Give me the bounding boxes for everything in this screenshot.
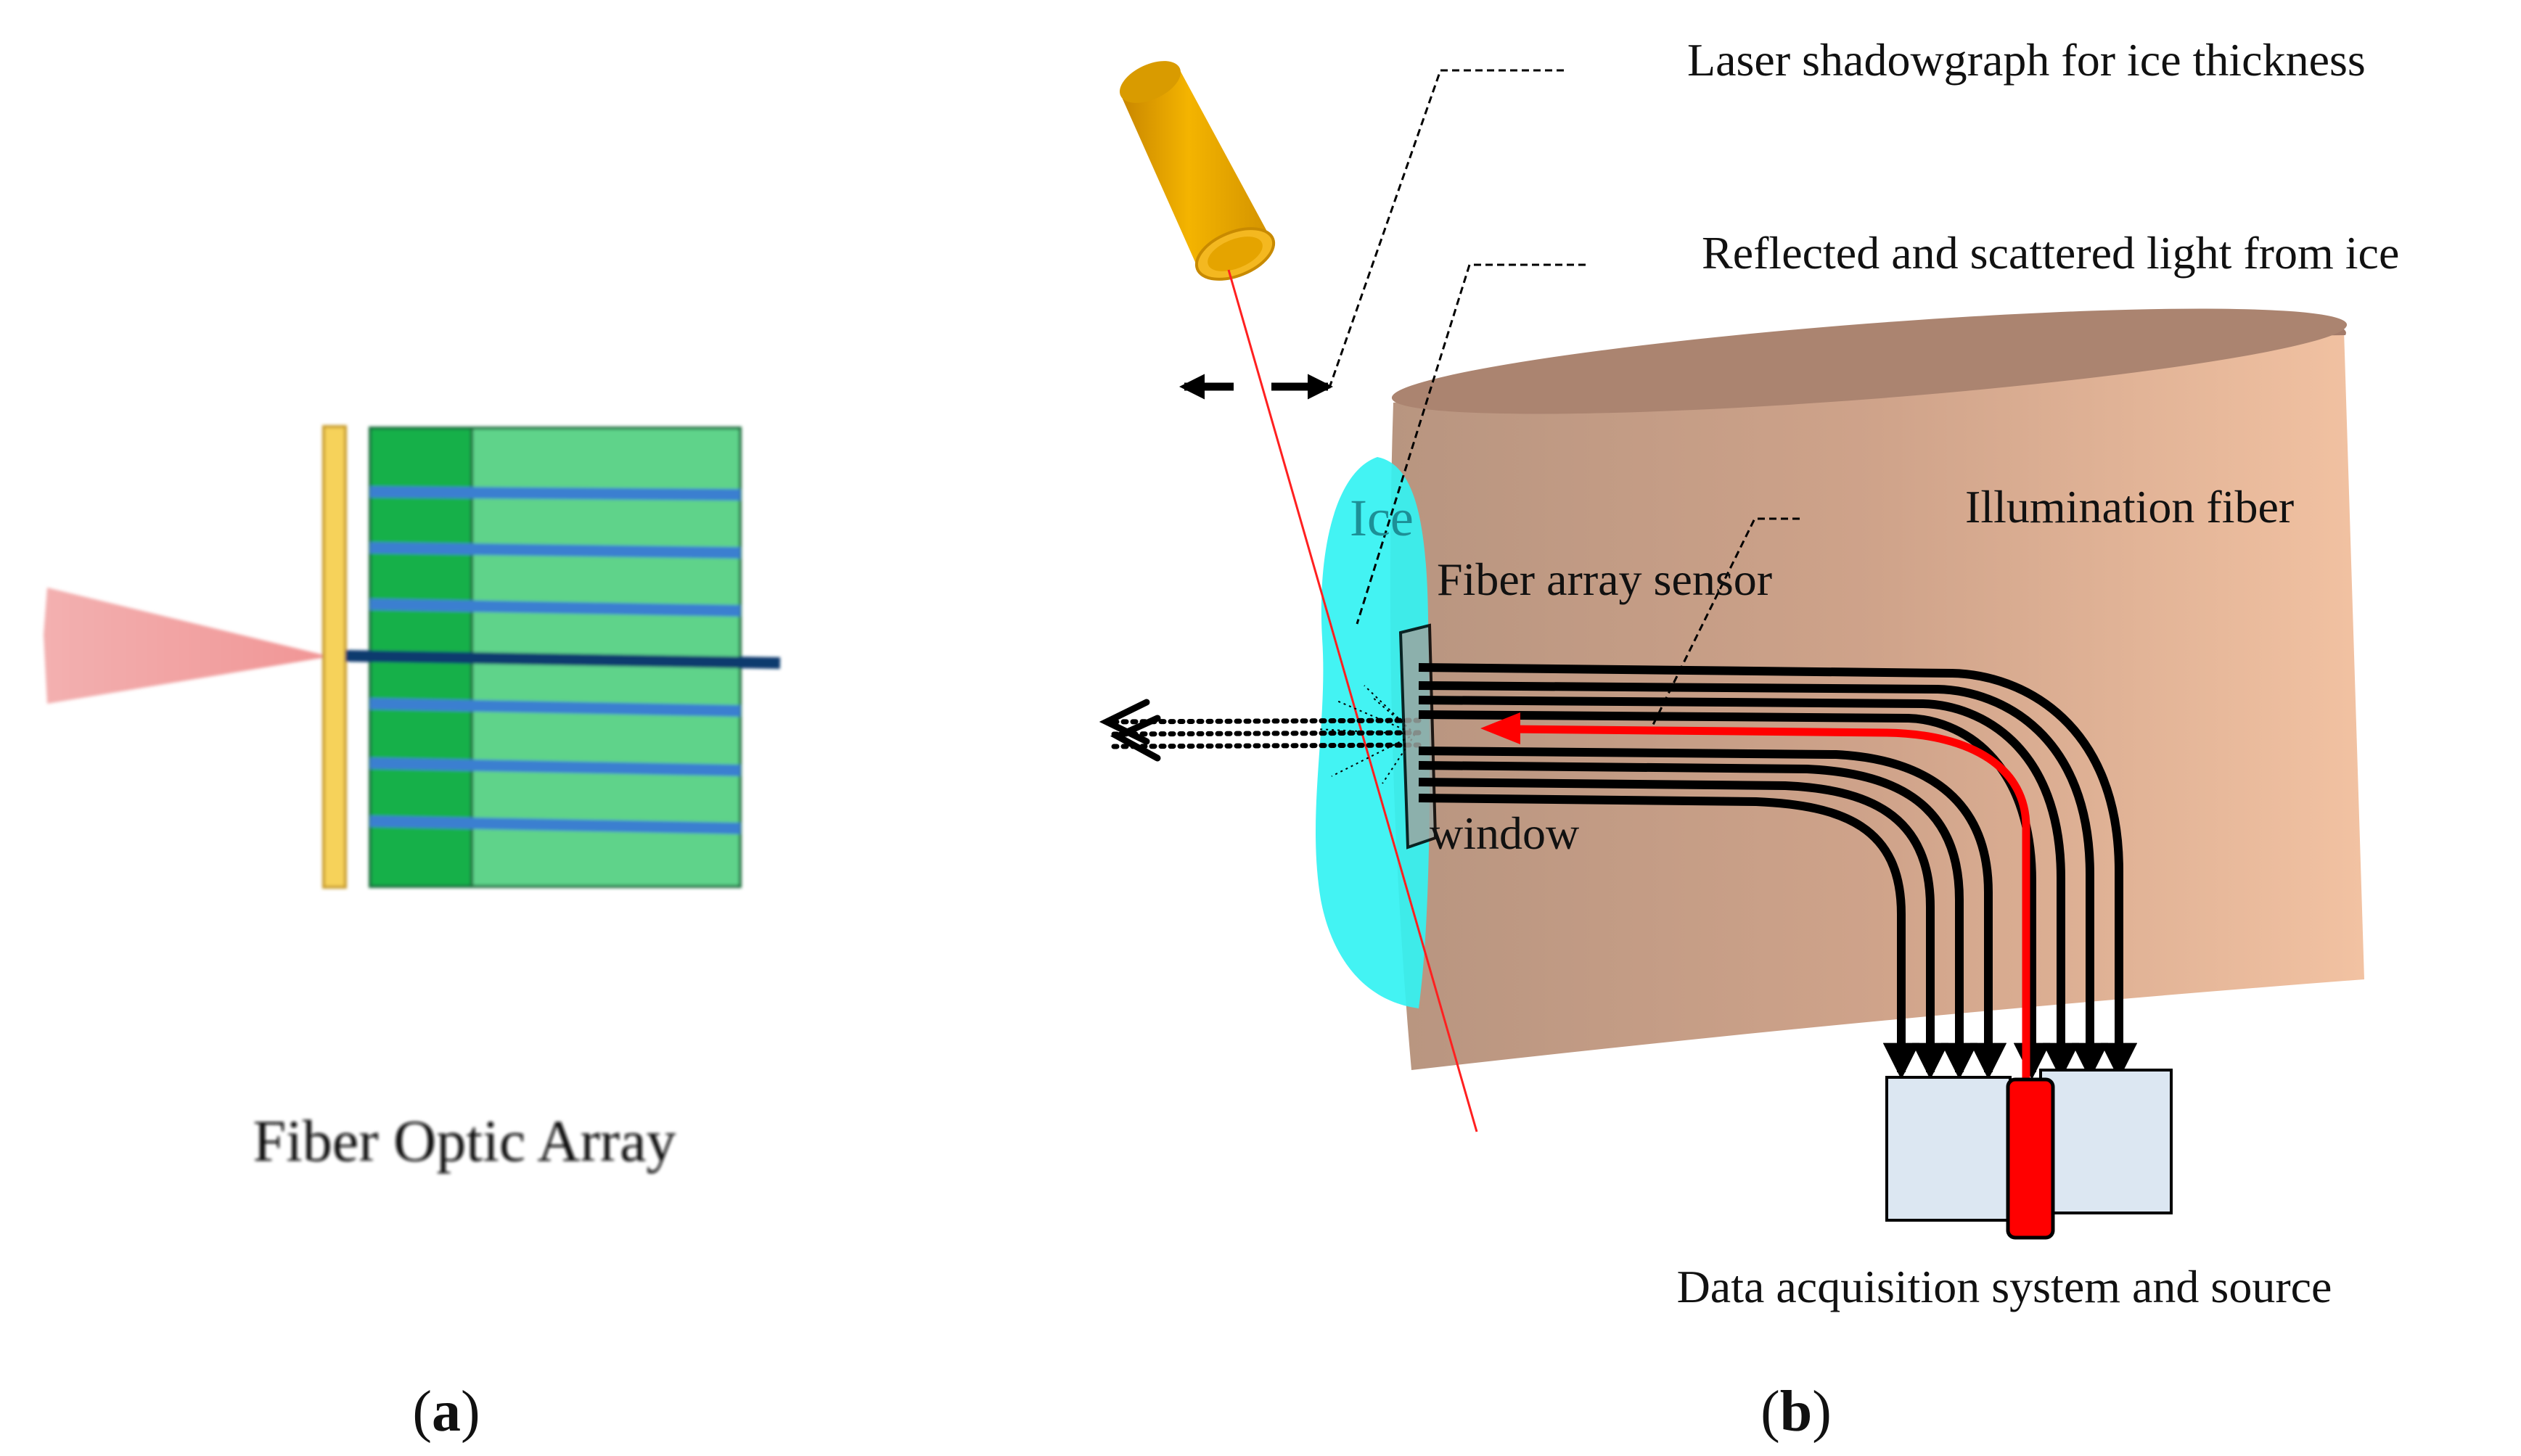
laser-body [1121, 69, 1271, 267]
illumination-leader [1649, 517, 1800, 730]
reflected-leader [1356, 263, 1586, 625]
fiber-optic-array-drawing [44, 425, 781, 889]
fiber-core [369, 599, 741, 617]
daq-label: Data acquisition system and source [1677, 1261, 2332, 1312]
fiber-core [369, 698, 741, 717]
reflected-label: Reflected and scattered light from ice [1702, 227, 2399, 279]
airfoil-top-edge [1391, 308, 2348, 414]
fiber-array-sensor-plate [1398, 623, 1438, 850]
fiber-core [369, 757, 741, 776]
panel-b-sublabel: (b) [1760, 1380, 1832, 1444]
leader-lines [1327, 69, 1800, 730]
panel-b: Laser shadowgraph for ice thickness Refl… [1099, 34, 2399, 1444]
returned-light-arrowheads [1099, 699, 1161, 762]
light-cone [44, 588, 330, 704]
light-source-bar [2006, 1077, 2055, 1240]
fiber-black [1418, 778, 1949, 1080]
fiber-black [1418, 794, 1920, 1080]
panel-a-caption: Fiber Optic Array [253, 1108, 676, 1174]
fiber-black [1418, 746, 2007, 1080]
fiber-black [1418, 696, 2080, 1080]
returned-light-arrows [1107, 717, 1422, 749]
panel-a-sublabel: (a) [412, 1380, 480, 1444]
window-plate [322, 425, 347, 889]
laser-icon [1119, 61, 1276, 281]
laser-leader [1327, 69, 1564, 392]
laser-back-end [1119, 61, 1181, 103]
fiber-array-sensor-label: Fiber array sensor [1437, 554, 1772, 605]
fiber-core [369, 486, 741, 501]
laser-aperture-inner [1208, 237, 1263, 271]
daq-box [1885, 1069, 2173, 1240]
daq-box-left [1885, 1076, 2012, 1222]
airfoil-body [1390, 308, 2364, 1070]
illumination-label: Illumination fiber [1965, 481, 2294, 532]
window-label: window [1430, 807, 1579, 859]
fiber-core [369, 815, 741, 834]
illumination-fiber-line [1509, 725, 2030, 1081]
fiber-black [1418, 663, 2138, 1080]
fiber-black [1418, 761, 1978, 1080]
illumination-fiber-arrowhead [1480, 712, 1520, 744]
fiber-core [369, 542, 741, 559]
panel-a: Fiber Optic Array (a) [44, 425, 781, 1444]
daq-box-right [2039, 1069, 2173, 1214]
central-fiber [345, 650, 781, 669]
laser-beam [1227, 269, 1478, 1132]
laser-label: Laser shadowgraph for ice thickness [1687, 34, 2366, 86]
ice-label: Ice [1350, 489, 1414, 547]
fiber-black [1418, 681, 2109, 1080]
